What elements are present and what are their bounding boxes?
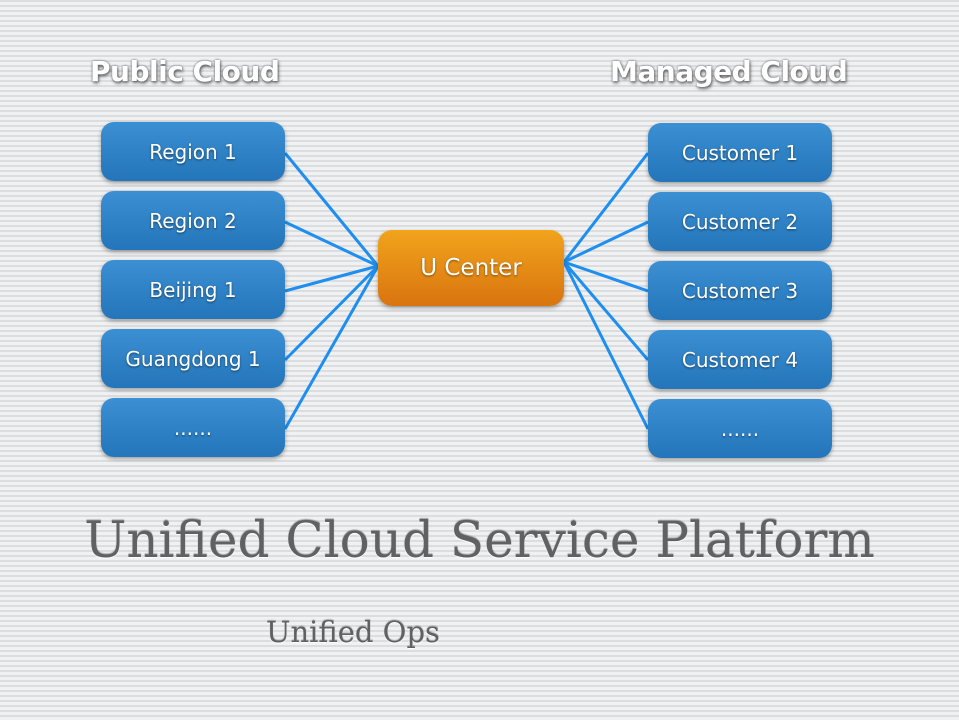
connector-line xyxy=(283,152,380,267)
slide-subtitle: Unified Ops xyxy=(266,615,440,649)
public-cloud-node-region-1: Region 1 xyxy=(101,122,285,181)
public-cloud-node-beijing-1: Beijing 1 xyxy=(101,260,285,319)
public-cloud-node-region-2: Region 2 xyxy=(101,191,285,250)
public-cloud-heading: Public Cloud xyxy=(90,55,280,88)
managed-cloud-heading: Managed Cloud xyxy=(610,55,848,88)
connector-line xyxy=(283,265,380,430)
connector-line xyxy=(563,220,649,264)
u-center-node: U Center xyxy=(378,230,564,306)
connector-line xyxy=(562,152,650,263)
managed-cloud-node-customer-2: Customer 2 xyxy=(648,192,832,251)
connector-line xyxy=(284,264,379,293)
connector-line xyxy=(563,260,649,293)
managed-cloud-node-customer-1: Customer 1 xyxy=(648,123,832,182)
connector-line xyxy=(562,261,650,361)
managed-cloud-node-customer-4: Customer 4 xyxy=(648,330,832,389)
managed-cloud-node-more: ...... xyxy=(648,399,832,458)
managed-cloud-node-customer-3: Customer 3 xyxy=(648,261,832,320)
connector-line xyxy=(562,261,650,430)
public-cloud-node-guangdong-1: Guangdong 1 xyxy=(101,329,285,388)
slide-title: Unified Cloud Service Platform xyxy=(84,511,875,569)
connector-line xyxy=(283,264,380,362)
public-cloud-node-more: ...... xyxy=(101,398,285,457)
connector-line xyxy=(284,220,379,268)
